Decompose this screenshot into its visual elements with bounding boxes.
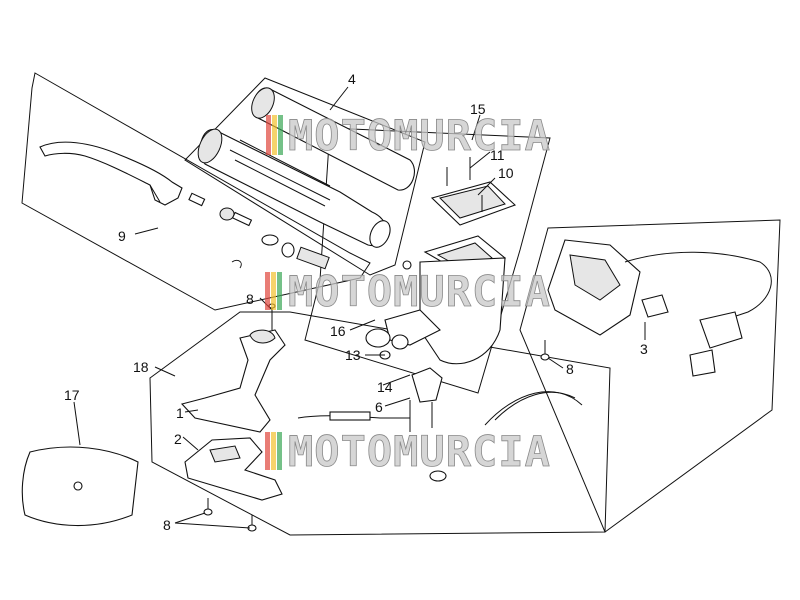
callout-18: 18	[133, 359, 149, 375]
master-cylinder	[365, 157, 517, 365]
watermark-text: MOTOMURCIA	[288, 427, 551, 476]
brake-lever	[39, 141, 183, 206]
callout-8-upper: 8	[246, 291, 254, 307]
callout-11: 11	[490, 147, 505, 163]
main-group-frame	[149, 311, 611, 536]
callout-labels: 4 15 11 10 9 8 16 13 3 8 18 14 17 6 1 2 …	[64, 71, 648, 533]
callout-10: 10	[498, 165, 514, 181]
switch-group-frame	[519, 219, 781, 533]
callout-8-right: 8	[566, 361, 574, 377]
watermark-top: MOTOMURCIA	[266, 111, 551, 160]
protective-cover	[21, 446, 139, 527]
callout-8-lower: 8	[163, 517, 171, 533]
watermark-middle: MOTOMURCIA	[265, 267, 551, 316]
callout-4: 4	[348, 71, 356, 87]
lower-switch-housing	[180, 329, 286, 501]
callout-9: 9	[118, 228, 126, 244]
callout-13: 13	[345, 347, 361, 363]
callout-3: 3	[640, 341, 648, 357]
watermark-text: MOTOMURCIA	[288, 111, 551, 160]
lever-group-frame	[21, 72, 371, 311]
switch-housing	[547, 239, 772, 377]
callout-1: 1	[176, 405, 184, 421]
master-cylinder-frame	[304, 127, 551, 394]
watermark-text: MOTOMURCIA	[288, 267, 551, 316]
leader-lines	[73, 86, 646, 529]
callout-16: 16	[330, 323, 346, 339]
callout-15: 15	[470, 101, 486, 117]
handlebar-grips	[197, 87, 415, 248]
callout-6: 6	[375, 399, 383, 415]
cable-and-fittings	[297, 367, 583, 482]
watermark-bottom: MOTOMURCIA	[265, 427, 551, 476]
callout-2: 2	[174, 431, 182, 447]
lever-pin-parts	[188, 192, 330, 270]
callout-17: 17	[64, 387, 80, 403]
callout-14: 14	[377, 379, 393, 395]
